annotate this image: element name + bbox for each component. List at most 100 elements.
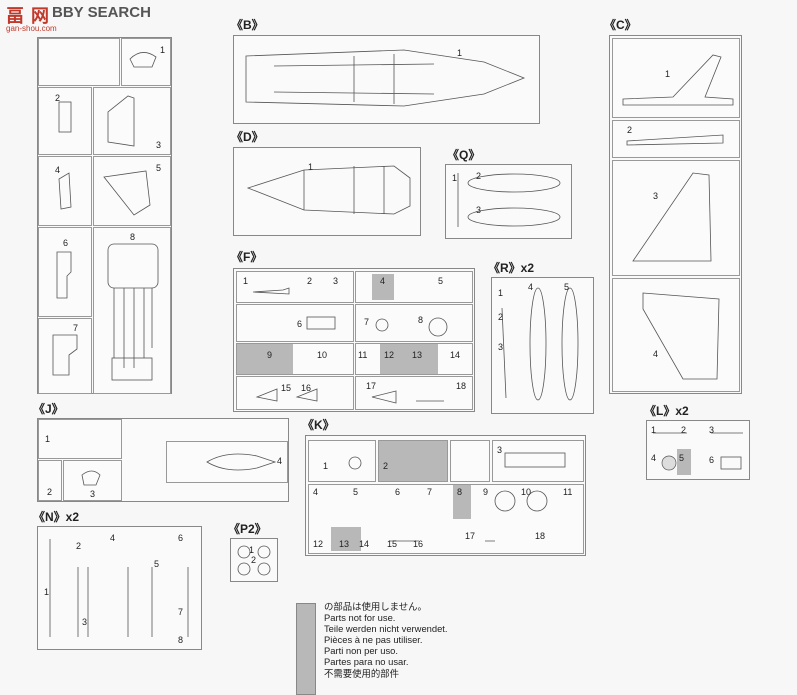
sprue-f-label: 《F》 bbox=[231, 250, 263, 264]
part-q-parts bbox=[457, 173, 561, 227]
part-c-4 bbox=[642, 292, 720, 380]
left-cell-6: 6 bbox=[38, 227, 92, 317]
part-num: 1 bbox=[457, 48, 463, 58]
sprue-j-label: 《J》 bbox=[33, 402, 64, 416]
part-num: 8 bbox=[178, 635, 184, 645]
k-cell-4-18: 4 5 6 7 8 9 10 11 12 13 14 15 16 17 18 bbox=[308, 484, 584, 554]
part-num: 5 bbox=[679, 453, 685, 463]
part-left-8 bbox=[107, 243, 159, 381]
part-num: 1 bbox=[249, 545, 255, 555]
part-num: 1 bbox=[651, 425, 657, 435]
part-num: 4 bbox=[277, 456, 283, 466]
f-cell-15-16: 15 16 bbox=[236, 376, 354, 410]
sprue-q: 1 2 3 bbox=[445, 164, 572, 239]
sprue-q-label: 《Q》 bbox=[447, 148, 481, 162]
part-num: 8 bbox=[418, 315, 424, 325]
part-num: 6 bbox=[178, 533, 184, 543]
part-num: 2 bbox=[55, 93, 61, 103]
part-num: 2 bbox=[498, 312, 504, 322]
unused-part-8 bbox=[453, 485, 471, 519]
part-num: 3 bbox=[709, 425, 715, 435]
sprue-k: 1 2 3 4 5 6 7 8 9 10 11 12 13 14 15 16 1… bbox=[305, 435, 586, 556]
left-cell-3: 3 bbox=[93, 87, 171, 155]
sprue-l: 1 2 3 4 5 6 bbox=[646, 420, 750, 480]
sprue-d: 1 bbox=[233, 147, 421, 236]
logo-url-text: gan-shou.com bbox=[6, 24, 57, 33]
left-cell-5: 5 bbox=[93, 156, 171, 226]
part-num: 17 bbox=[465, 531, 476, 541]
part-c-2 bbox=[626, 134, 724, 146]
part-num: 3 bbox=[90, 489, 96, 499]
part-num: 3 bbox=[333, 276, 339, 286]
f-cell-1-3: 1 2 3 bbox=[236, 271, 354, 303]
legend-line-de: Teile werden nicht verwendet. bbox=[324, 623, 448, 635]
part-num: 2 bbox=[681, 425, 687, 435]
legend-line-zh: 不需要使用的部件 bbox=[324, 667, 400, 679]
part-num: 16 bbox=[301, 383, 312, 393]
part-num: 3 bbox=[156, 140, 162, 150]
f-cell-4-5: 4 5 bbox=[355, 271, 473, 303]
unused-part-13 bbox=[331, 527, 361, 551]
part-num: 16 bbox=[413, 539, 424, 549]
part-l-parts bbox=[653, 432, 743, 471]
part-f-7-8 bbox=[375, 317, 448, 337]
part-d-1-fuselage bbox=[246, 165, 411, 215]
c-cell-3: 3 bbox=[612, 160, 740, 276]
sprue-r-label: 《R》x2 bbox=[488, 261, 535, 275]
sprue-b-label: 《B》 bbox=[231, 18, 264, 32]
part-j-3 bbox=[81, 470, 101, 486]
part-left-7 bbox=[52, 334, 78, 376]
part-left-2 bbox=[58, 101, 72, 133]
part-j-4-canopy bbox=[206, 453, 277, 471]
c-cell-4: 4 bbox=[612, 278, 740, 392]
part-num: 18 bbox=[456, 381, 467, 391]
part-num: 11 bbox=[563, 487, 573, 497]
part-k-3 bbox=[504, 452, 566, 468]
part-f-17-18 bbox=[371, 390, 444, 404]
part-num: 4 bbox=[651, 453, 657, 463]
unused-part-9 bbox=[237, 344, 293, 374]
sprue-p2: 1 2 bbox=[230, 538, 278, 582]
part-num: 13 bbox=[412, 350, 423, 360]
part-num: 7 bbox=[178, 607, 184, 617]
part-num: 4 bbox=[528, 282, 534, 292]
sprue-left: 1 2 3 4 5 6 8 7 bbox=[37, 37, 172, 394]
legend-line-fr: Pièces à ne pas utiliser. bbox=[324, 634, 423, 646]
part-c-1 bbox=[622, 54, 734, 106]
part-num: 5 bbox=[154, 559, 160, 569]
part-num: 9 bbox=[483, 487, 489, 497]
part-num: 15 bbox=[281, 383, 292, 393]
sprue-n: 1 2 3 4 5 6 7 8 bbox=[37, 526, 202, 650]
part-num: 8 bbox=[457, 487, 463, 497]
part-num: 1 bbox=[323, 461, 329, 471]
legend-line-it: Parti non per uso. bbox=[324, 645, 399, 657]
part-n-missiles bbox=[49, 539, 189, 637]
part-num: 4 bbox=[55, 165, 61, 175]
part-num: 2 bbox=[251, 555, 257, 565]
legend-line-ja: の部品は使用しません。 bbox=[324, 601, 427, 612]
part-num: 3 bbox=[498, 342, 504, 352]
left-cell-8: 8 bbox=[93, 227, 171, 394]
part-c-3 bbox=[632, 172, 712, 262]
part-num: 2 bbox=[627, 125, 633, 135]
sprue-l-label: 《L》x2 bbox=[644, 404, 689, 418]
part-num: 1 bbox=[44, 587, 50, 597]
unused-parts-legend: の部品は使用しません。 Parts not for use. Teile wer… bbox=[324, 601, 448, 679]
part-num: 3 bbox=[82, 617, 88, 627]
part-num: 2 bbox=[476, 171, 482, 181]
sprue-c-label: 《C》 bbox=[604, 18, 637, 32]
part-num: 1 bbox=[243, 276, 249, 286]
part-num: 14 bbox=[450, 350, 461, 360]
part-num: 13 bbox=[339, 539, 350, 549]
part-num: 11 bbox=[358, 350, 368, 360]
part-num: 1 bbox=[160, 45, 166, 55]
part-num: 12 bbox=[313, 539, 324, 549]
logo-cn-text: 畐 网 bbox=[6, 6, 51, 26]
part-num: 1 bbox=[452, 173, 458, 183]
part-left-4 bbox=[58, 172, 72, 210]
left-cell-4: 4 bbox=[38, 156, 92, 226]
part-num: 5 bbox=[156, 163, 162, 173]
part-num: 3 bbox=[476, 205, 482, 215]
part-num: 3 bbox=[653, 191, 659, 201]
part-num: 6 bbox=[297, 319, 303, 329]
